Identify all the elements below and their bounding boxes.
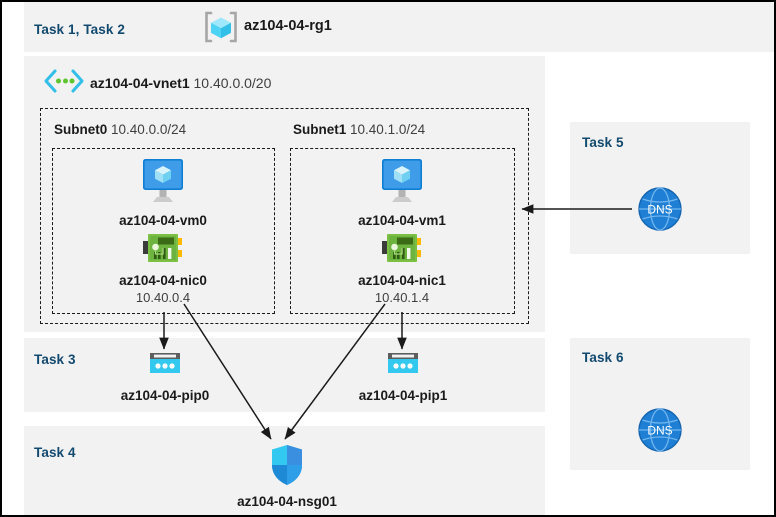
virtual-network-panel — [24, 56, 545, 332]
pip1-name: az104-04-pip1 — [358, 388, 448, 403]
resource-group-header-panel — [24, 2, 774, 52]
subnet1-heading: Subnet1 10.40.1.0/24 — [293, 122, 425, 137]
resource-group-name: az104-04-rg1 — [244, 18, 332, 34]
nic1-name: az104-04-nic1 — [358, 273, 446, 288]
vm1-node[interactable]: az104-04-vm1 — [322, 156, 482, 230]
public-ip-address-icon — [85, 350, 245, 385]
subnet0-name: Subnet0 — [54, 122, 108, 137]
nic1-ip: 10.40.1.4 — [374, 289, 430, 305]
subnet0-cidr: 10.40.0.0/24 — [111, 122, 187, 137]
dns-zone-icon: DNS — [636, 406, 684, 454]
task-label-4: Task 4 — [34, 445, 76, 460]
nic0-name: az104-04-nic0 — [119, 273, 207, 288]
nsg-node[interactable]: az104-04-nsg01 — [207, 443, 367, 511]
vnet-name: az104-04-vnet1 — [90, 75, 190, 91]
pip1-node[interactable]: az104-04-pip1 — [323, 350, 483, 405]
svg-text:DNS: DNS — [647, 424, 672, 438]
pip0-node[interactable]: az104-04-pip0 — [85, 350, 245, 405]
pip0-name: az104-04-pip0 — [120, 388, 210, 403]
vnet-address-space: 10.40.0.0/20 — [193, 75, 272, 91]
resource-group-icon — [202, 10, 240, 44]
nic1-node[interactable]: az104-04-nic1 10.40.1.4 — [322, 230, 482, 307]
vm0-node[interactable]: az104-04-vm0 — [83, 156, 243, 230]
virtual-network-icon — [42, 68, 86, 94]
dns-zone-icon: DNS — [636, 185, 684, 233]
subnet1-cidr: 10.40.1.0/24 — [350, 122, 426, 137]
task-label-1-2: Task 1, Task 2 — [34, 22, 125, 37]
vm1-name: az104-04-vm1 — [358, 213, 446, 228]
network-interface-icon — [322, 230, 482, 271]
public-ip-address-icon — [323, 350, 483, 385]
network-interface-icon — [83, 230, 243, 271]
virtual-network-title: az104-04-vnet1 10.40.0.0/20 — [90, 75, 271, 91]
vm0-name: az104-04-vm0 — [119, 213, 207, 228]
task-label-5: Task 5 — [582, 135, 624, 150]
task-label-3: Task 3 — [34, 352, 76, 367]
subnet0-heading: Subnet0 10.40.0.0/24 — [54, 122, 186, 137]
nic0-node[interactable]: az104-04-nic0 10.40.0.4 — [83, 230, 243, 307]
task-label-6: Task 6 — [582, 350, 624, 365]
virtual-machine-icon — [322, 156, 482, 211]
private-dns-zone-name: contoso.org — [570, 232, 774, 248]
private-dns-zone-title: Private DNS zone — [570, 162, 774, 178]
svg-text:DNS: DNS — [647, 203, 672, 217]
nsg-name: az104-04-nsg01 — [237, 494, 337, 509]
nic0-ip: 10.40.0.4 — [135, 289, 191, 305]
subnet1-name: Subnet1 — [293, 122, 347, 137]
dns-zone-title: DNS zone — [570, 383, 774, 399]
virtual-machine-icon — [83, 156, 243, 211]
network-security-group-icon — [207, 443, 367, 492]
